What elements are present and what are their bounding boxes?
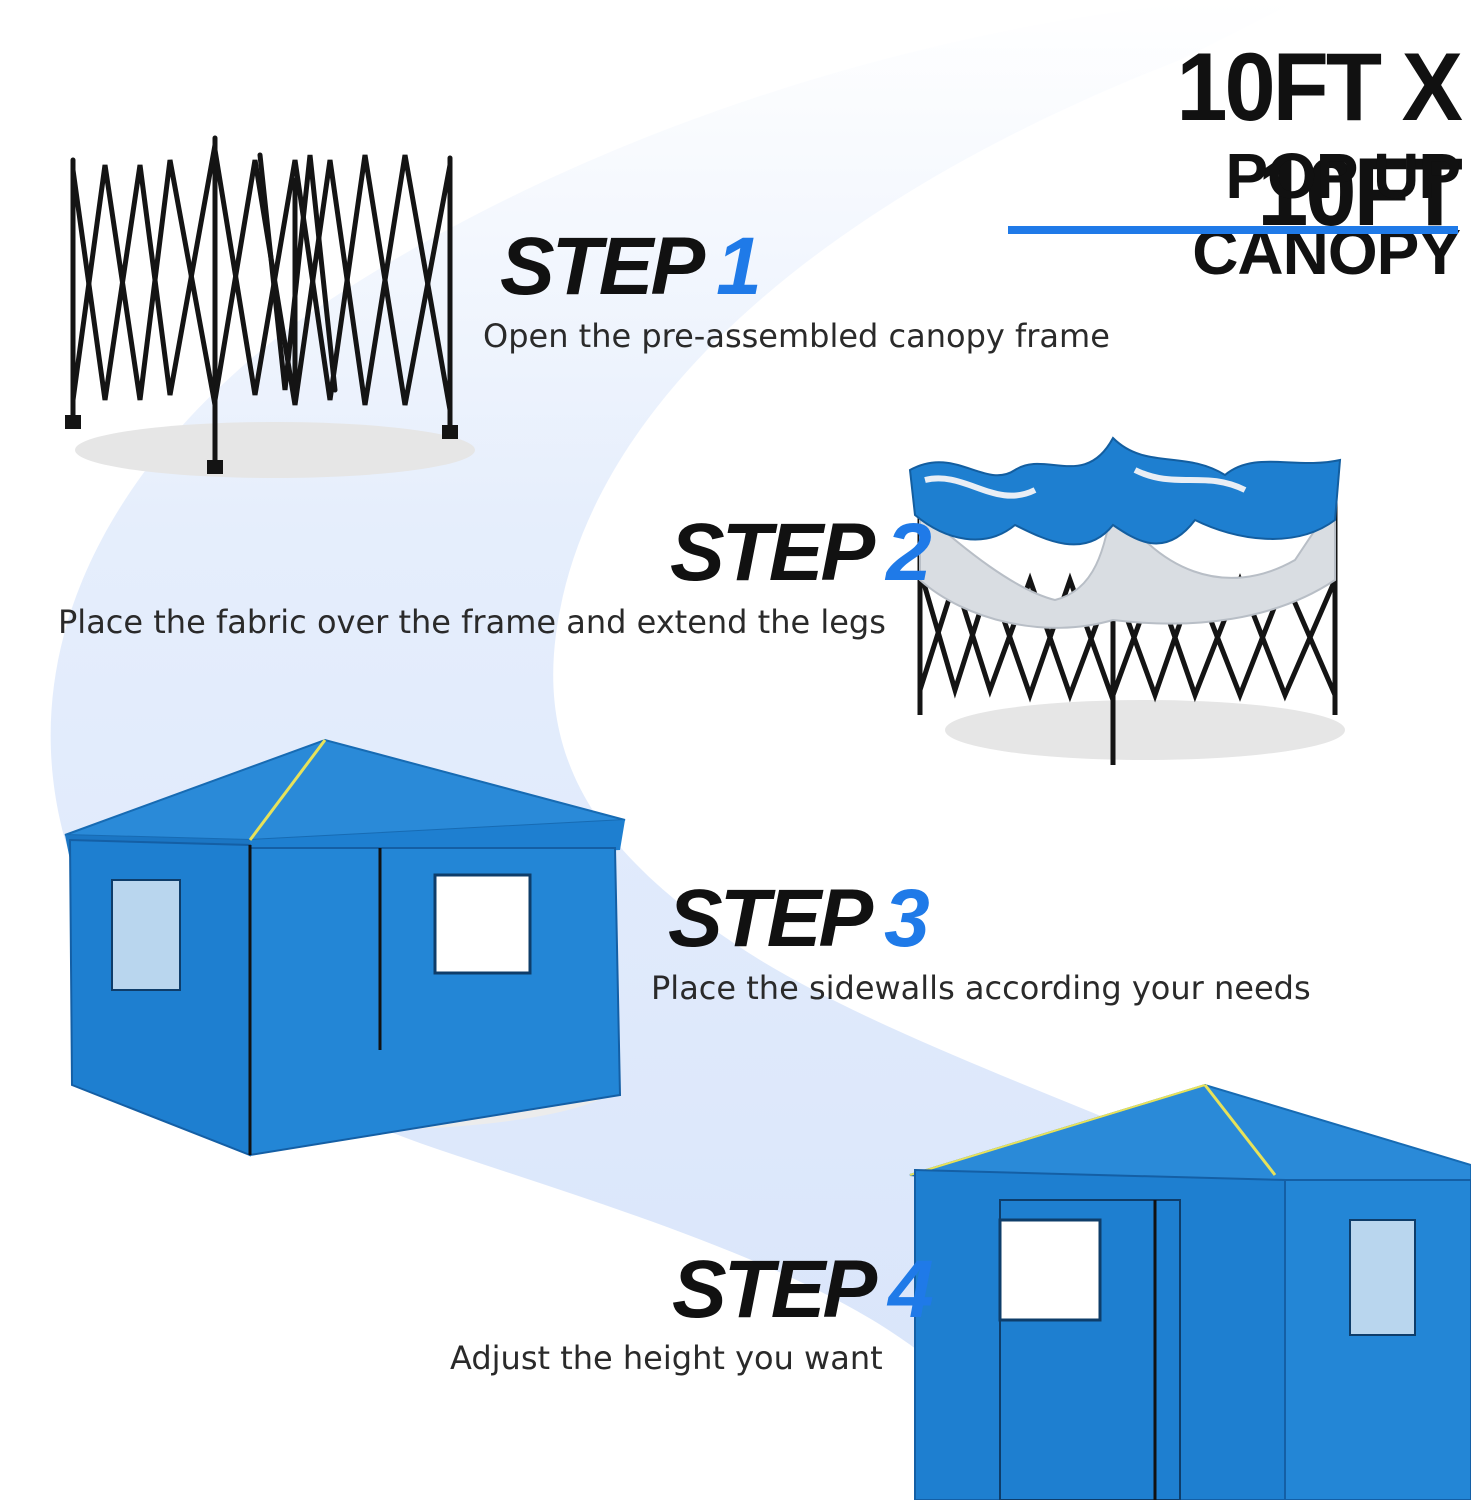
- step-1-description: Open the pre-assembled canopy frame: [483, 317, 1110, 355]
- headline-underline: [1008, 226, 1458, 234]
- open-frame-illustration: [65, 135, 475, 478]
- step-3-label: STEP: [668, 873, 873, 964]
- fabric-on-frame-illustration: [908, 436, 1345, 765]
- step-4-number: 4: [888, 1244, 934, 1335]
- step-1-label: STEP: [500, 221, 705, 312]
- headline-product: POP UP CANOPY: [1192, 140, 1461, 288]
- step-1-number: 1: [716, 221, 762, 312]
- enclosed-canopy-illustration: [909, 1083, 1471, 1500]
- step-3-number: 3: [884, 873, 930, 964]
- step-3-description: Place the sidewalls according your needs: [651, 969, 1311, 1007]
- step-2-label: STEP: [670, 507, 875, 598]
- step-4-description: Adjust the height you want: [450, 1339, 883, 1377]
- step-2-number: 2: [886, 507, 932, 598]
- step-4-label: STEP: [672, 1244, 877, 1335]
- headline-size: 10FT X 10FT: [1176, 33, 1463, 247]
- step-2-description: Place the fabric over the frame and exte…: [58, 603, 886, 641]
- sidewalls-canopy-illustration: [64, 738, 626, 1157]
